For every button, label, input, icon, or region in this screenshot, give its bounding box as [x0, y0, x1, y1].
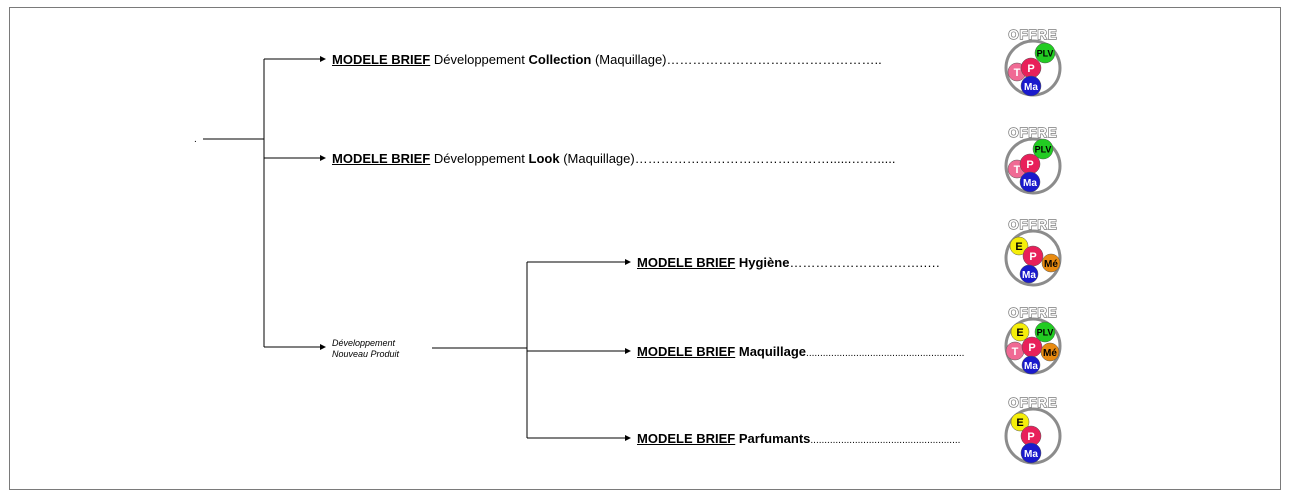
- brief-keyword: Look: [528, 151, 560, 166]
- brief-dots: ........................................…: [810, 435, 961, 446]
- offre-badge: OFFRE E PLV T P Mé Ma: [1004, 304, 1062, 375]
- badge-circle-e: [1009, 236, 1029, 256]
- brief-text: (Maquillage): [591, 52, 667, 67]
- badge-label: PLV: [1035, 145, 1052, 155]
- badge-label: Mé: [1043, 348, 1057, 359]
- badge-label: Mé: [1044, 259, 1058, 270]
- brief-collection[interactable]: MODELE BRIEF Développement Collection (M…: [332, 52, 882, 68]
- brief-link-label[interactable]: MODELE BRIEF: [332, 151, 431, 166]
- brief-link-label[interactable]: MODELE BRIEF: [637, 431, 736, 446]
- brief-dots: ………………………….….: [789, 255, 940, 270]
- badge-label: T: [1014, 67, 1021, 79]
- badge-label: P: [1029, 251, 1036, 263]
- dnp-line1: Développement: [332, 338, 396, 348]
- offre-badge-word: OFFRE: [1008, 27, 1057, 42]
- dnp-label: Développement Nouveau Produit: [332, 338, 399, 360]
- brief-dots: ………………………………………......…….....: [634, 151, 896, 166]
- diagram-frame: [9, 7, 1281, 490]
- offre-badge: OFFRE E P Ma: [1004, 394, 1062, 465]
- badge-circle-plv: [1034, 42, 1056, 64]
- offre-badge-word: OFFRE: [1008, 395, 1057, 410]
- badge-label: P: [1027, 63, 1034, 75]
- badge-label: Ma: [1022, 270, 1036, 281]
- badge-label: E: [1016, 417, 1023, 429]
- offre-badge: OFFRE PLV T P Ma: [1004, 26, 1062, 97]
- badge-circle-ma: [1019, 171, 1041, 193]
- badge-circle-ma: [1020, 442, 1042, 464]
- badge-label: PLV: [1037, 49, 1054, 59]
- badge-circle-ma: [1020, 75, 1042, 97]
- brief-keyword: Collection: [528, 52, 592, 67]
- offre-badge-word: OFFRE: [1008, 305, 1057, 320]
- badge-label: P: [1026, 159, 1033, 171]
- brief-text: Développement: [430, 52, 529, 67]
- badge-label: Ma: [1024, 361, 1038, 372]
- brief-dots: …………………………………………..: [666, 52, 882, 67]
- root-marker: .: [194, 134, 197, 145]
- brief-keyword: Parfumants: [738, 431, 811, 446]
- badge-label: E: [1015, 241, 1022, 253]
- badge-label: Ma: [1024, 82, 1038, 93]
- badge-circle-e: [1010, 322, 1030, 342]
- dnp-line2: Nouveau Produit: [332, 349, 400, 359]
- brief-text: (Maquillage): [559, 151, 635, 166]
- badge-circle-ma: [1019, 264, 1039, 284]
- badge-label: P: [1028, 342, 1035, 354]
- badge-circle-plv: [1034, 321, 1056, 343]
- badge-circle-plv: [1032, 138, 1054, 160]
- offre-badge: OFFRE PLV T P Ma: [1004, 124, 1062, 195]
- brief-maquillage[interactable]: MODELE BRIEF Maquillage.................…: [637, 344, 964, 362]
- brief-link-label[interactable]: MODELE BRIEF: [332, 52, 431, 67]
- brief-dots: ........................................…: [806, 348, 965, 359]
- badge-circle-me: [1040, 342, 1060, 362]
- badge-label: Ma: [1024, 449, 1038, 460]
- brief-link-label[interactable]: MODELE BRIEF: [637, 344, 736, 359]
- badge-circle-me: [1041, 253, 1061, 273]
- badge-label: T: [1012, 346, 1019, 358]
- brief-text: Développement: [430, 151, 529, 166]
- badge-label: T: [1014, 164, 1021, 176]
- brief-hygiene[interactable]: MODELE BRIEF Hygiène………………………….….: [637, 255, 940, 271]
- badge-label: P: [1027, 431, 1034, 443]
- brief-look[interactable]: MODELE BRIEF Développement Look (Maquill…: [332, 151, 895, 167]
- offre-badge-word: OFFRE: [1008, 217, 1057, 232]
- brief-parfumants[interactable]: MODELE BRIEF Parfumants.................…: [637, 431, 960, 449]
- offre-badge: OFFRE E P Mé Ma: [1004, 216, 1062, 287]
- brief-keyword: Hygiène: [738, 255, 790, 270]
- brief-keyword: Maquillage: [738, 344, 807, 359]
- badge-label: PLV: [1037, 328, 1054, 338]
- brief-link-label[interactable]: MODELE BRIEF: [637, 255, 736, 270]
- offre-badge-word: OFFRE: [1008, 125, 1057, 140]
- badge-circle-e: [1010, 412, 1030, 432]
- badge-label: Ma: [1023, 178, 1037, 189]
- badge-circle-ma: [1021, 355, 1041, 375]
- badge-label: E: [1016, 327, 1023, 339]
